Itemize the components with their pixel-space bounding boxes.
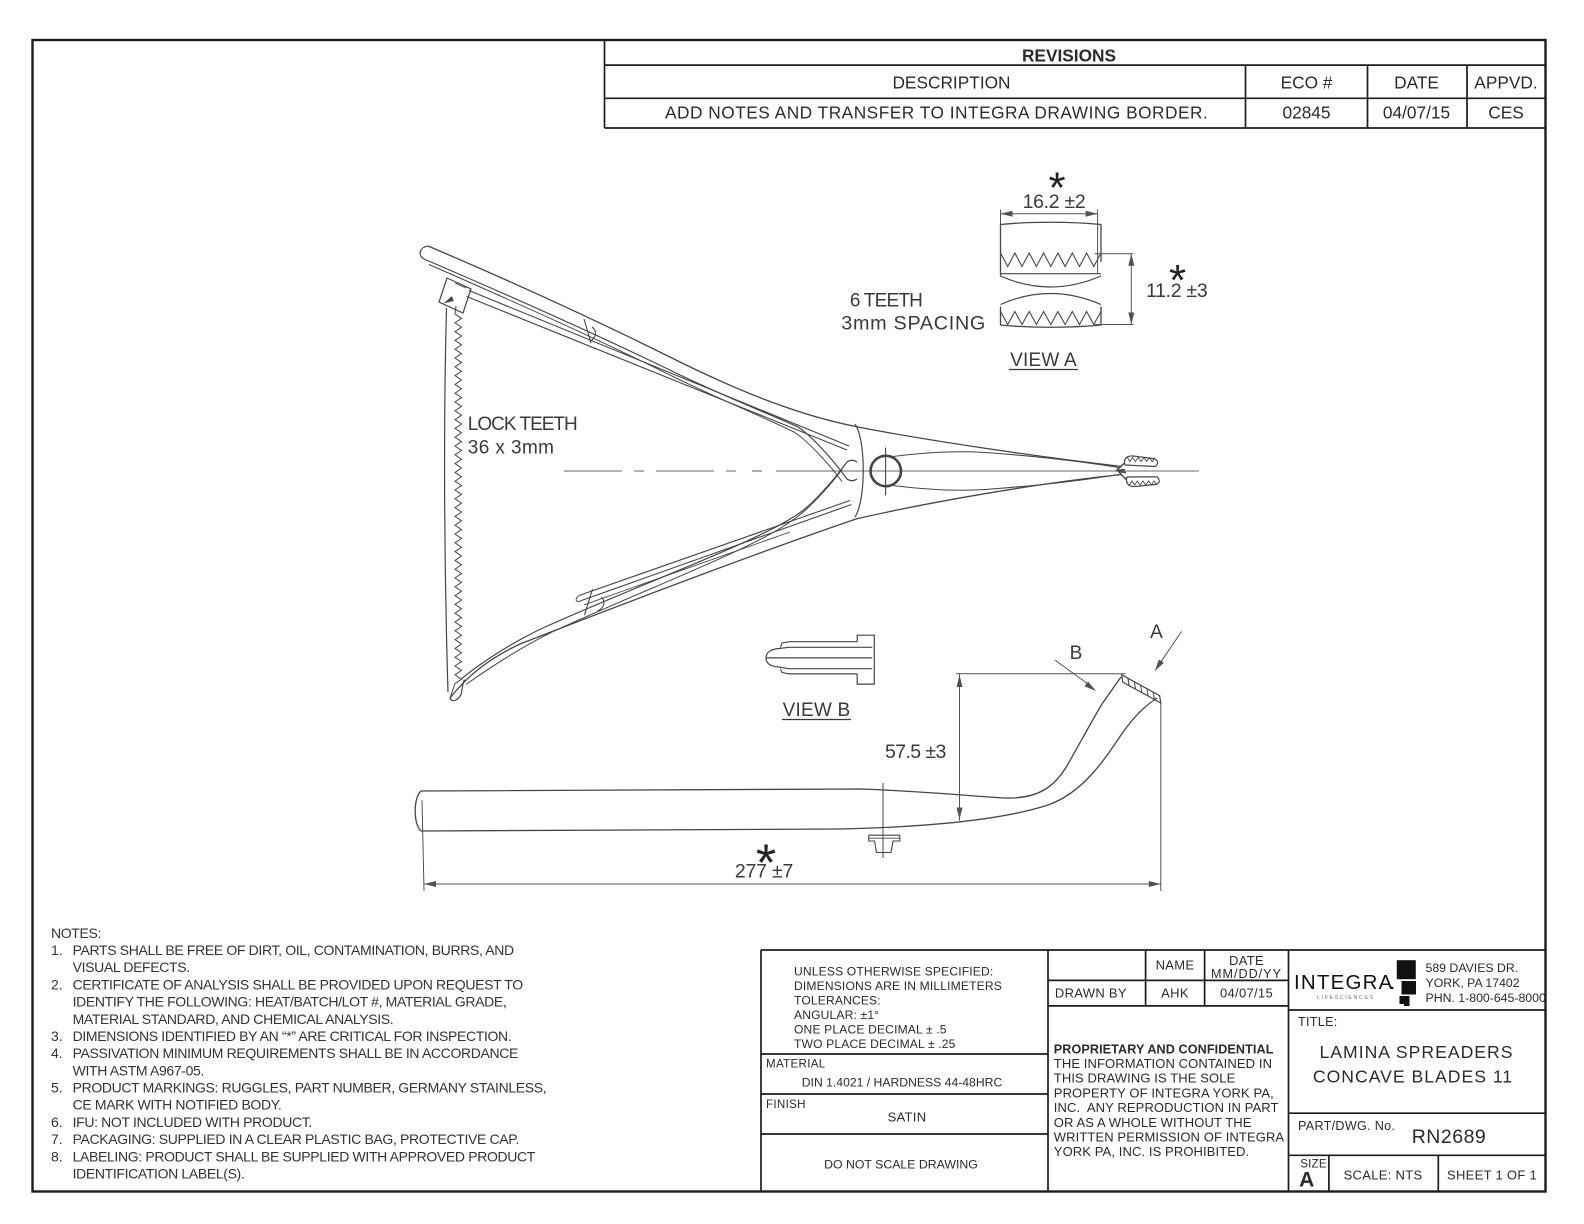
svg-text:*: * xyxy=(756,835,776,893)
svg-text:8.: 8. xyxy=(51,1148,63,1164)
svg-text:5.: 5. xyxy=(51,1080,63,1096)
svg-text:CONCAVE BLADES 11: CONCAVE BLADES 11 xyxy=(1313,1066,1513,1086)
svg-text:FINISH: FINISH xyxy=(766,1098,806,1111)
svg-text:A: A xyxy=(1150,622,1163,643)
svg-text:VISUAL DEFECTS.: VISUAL DEFECTS. xyxy=(73,959,190,975)
svg-text:MM/DD/YY: MM/DD/YY xyxy=(1211,967,1282,981)
svg-text:ECO #: ECO # xyxy=(1281,73,1333,93)
svg-text:LAMINA SPREADERS: LAMINA SPREADERS xyxy=(1320,1042,1514,1062)
svg-text:6.: 6. xyxy=(51,1114,63,1130)
svg-text:.: . xyxy=(1390,971,1396,994)
svg-text:REVISIONS: REVISIONS xyxy=(1022,45,1116,65)
svg-text:NAME: NAME xyxy=(1156,958,1195,973)
svg-text:4.: 4. xyxy=(51,1045,63,1061)
svg-text:PRODUCT MARKINGS: RUGGLES, PAR: PRODUCT MARKINGS: RUGGLES, PART NUMBER, … xyxy=(73,1080,547,1096)
svg-text:TOLERANCES:: TOLERANCES: xyxy=(794,993,881,1007)
svg-text:ANGULAR: ±1°: ANGULAR: ±1° xyxy=(794,1008,879,1022)
svg-text:ADD NOTES AND TRANSFER TO INTE: ADD NOTES AND TRANSFER TO INTEGRA DRAWIN… xyxy=(665,103,1208,123)
svg-text:16.2 ±2: 16.2 ±2 xyxy=(1023,191,1086,213)
svg-text:PROPERTY OF INTEGRA YORK PA,: PROPERTY OF INTEGRA YORK PA, xyxy=(1054,1085,1274,1100)
svg-text:PASSIVATION MINIMUM REQUIREMEN: PASSIVATION MINIMUM REQUIREMENTS SHALL B… xyxy=(73,1045,518,1061)
svg-text:CES: CES xyxy=(1488,103,1524,123)
svg-text:B: B xyxy=(1070,643,1083,664)
svg-text:DIMENSIONS IDENTIFIED BY AN “*: DIMENSIONS IDENTIFIED BY AN “*” ARE CRIT… xyxy=(73,1028,512,1044)
svg-text:2.: 2. xyxy=(51,976,63,992)
svg-text:YORK PA, INC. IS PROHIBITED.: YORK PA, INC. IS PROHIBITED. xyxy=(1054,1144,1249,1159)
svg-text:36 x 3mm: 36 x 3mm xyxy=(468,438,555,459)
svg-text:PROPRIETARY AND CONFIDENTIAL: PROPRIETARY AND CONFIDENTIAL xyxy=(1054,1042,1274,1056)
svg-text:11.2 ±3: 11.2 ±3 xyxy=(1146,280,1207,302)
svg-text:CE MARK WITH NOTIFIED BODY.: CE MARK WITH NOTIFIED BODY. xyxy=(73,1097,282,1113)
svg-text:7.: 7. xyxy=(51,1131,63,1147)
svg-text:*: * xyxy=(1048,164,1065,213)
svg-text:1.: 1. xyxy=(51,942,63,958)
svg-text:UNLESS OTHERWISE SPECIFIED:: UNLESS OTHERWISE SPECIFIED: xyxy=(794,965,993,979)
svg-text:57.5 ±3: 57.5 ±3 xyxy=(885,741,946,763)
svg-text:NOTES:: NOTES: xyxy=(51,925,101,941)
svg-text:IDENTIFICATION LABEL(S).: IDENTIFICATION LABEL(S). xyxy=(73,1165,245,1181)
svg-text:02845: 02845 xyxy=(1282,103,1330,123)
svg-text:LABELING: PRODUCT SHALL BE SUP: LABELING: PRODUCT SHALL BE SUPPLIED WITH… xyxy=(73,1148,536,1164)
svg-text:IFU: NOT INCLUDED WITH PRODUCT: IFU: NOT INCLUDED WITH PRODUCT. xyxy=(73,1114,312,1130)
svg-text:DRAWN BY: DRAWN BY xyxy=(1055,986,1127,1001)
svg-text:589 DAVIES DR.: 589 DAVIES DR. xyxy=(1426,961,1519,975)
svg-text:DATE: DATE xyxy=(1229,953,1264,968)
svg-text:A: A xyxy=(1299,1168,1314,1191)
svg-text:YORK, PA 17402: YORK, PA 17402 xyxy=(1426,976,1520,990)
svg-text:04/07/15: 04/07/15 xyxy=(1220,986,1273,1001)
svg-text:RN2689: RN2689 xyxy=(1412,1126,1487,1148)
svg-text:THIS DRAWING IS THE SOLE: THIS DRAWING IS THE SOLE xyxy=(1054,1071,1236,1086)
svg-text:AHK: AHK xyxy=(1161,986,1189,1001)
svg-text:DO NOT SCALE DRAWING: DO NOT SCALE DRAWING xyxy=(824,1157,978,1171)
svg-text:TWO PLACE DECIMAL ± .25: TWO PLACE DECIMAL ± .25 xyxy=(794,1037,956,1051)
svg-text:SIZE: SIZE xyxy=(1300,1157,1327,1170)
svg-text:SATIN: SATIN xyxy=(888,1110,927,1125)
svg-text:DATE: DATE xyxy=(1394,73,1439,93)
svg-text:THE INFORMATION CONTAINED IN: THE INFORMATION CONTAINED IN xyxy=(1054,1056,1272,1071)
svg-text:INTEGRA: INTEGRA xyxy=(1294,971,1394,994)
svg-text:OR AS A WHOLE WITHOUT THE: OR AS A WHOLE WITHOUT THE xyxy=(1054,1115,1252,1130)
svg-text:MATERIAL STANDARD, AND CHEMICA: MATERIAL STANDARD, AND CHEMICAL ANALYSIS… xyxy=(73,1011,394,1027)
svg-text:LIFESCIENCES: LIFESCIENCES xyxy=(1317,995,1375,1001)
svg-text:SHEET 1 OF 1: SHEET 1 OF 1 xyxy=(1447,1168,1537,1183)
svg-text:DIMENSIONS ARE IN MILLIMETERS: DIMENSIONS ARE IN MILLIMETERS xyxy=(794,979,1002,993)
svg-text:CERTIFICATE OF ANALYSIS SHALL: CERTIFICATE OF ANALYSIS SHALL BE PROVIDE… xyxy=(73,976,524,992)
svg-text:PARTS SHALL BE FREE OF DIRT, O: PARTS SHALL BE FREE OF DIRT, OIL, CONTAM… xyxy=(73,942,514,958)
svg-text:*: * xyxy=(1169,256,1186,305)
svg-text:WITH ASTM A967-05.: WITH ASTM A967-05. xyxy=(73,1062,204,1078)
svg-text:MATERIAL: MATERIAL xyxy=(766,1058,826,1071)
svg-text:VIEW A: VIEW A xyxy=(1010,350,1077,371)
svg-text:IDENTIFY THE FOLLOWING: HEAT/B: IDENTIFY THE FOLLOWING: HEAT/BATCH/LOT #… xyxy=(73,994,507,1010)
svg-text:PART/DWG. No.: PART/DWG. No. xyxy=(1298,1119,1395,1133)
svg-text:PACKAGING: SUPPLIED IN A CLEAR: PACKAGING: SUPPLIED IN A CLEAR PLASTIC B… xyxy=(73,1131,519,1147)
svg-text:DESCRIPTION: DESCRIPTION xyxy=(892,73,1010,93)
svg-text:VIEW B: VIEW B xyxy=(783,700,851,721)
svg-text:LOCK TEETH: LOCK TEETH xyxy=(468,414,577,435)
svg-text:APPVD.: APPVD. xyxy=(1474,73,1537,93)
svg-text:277 ±7: 277 ±7 xyxy=(735,861,793,883)
svg-text:6 TEETH: 6 TEETH xyxy=(850,290,922,311)
svg-text:04/07/15: 04/07/15 xyxy=(1383,103,1450,123)
svg-text:WRITTEN PERMISSION OF INTEGRA: WRITTEN PERMISSION OF INTEGRA xyxy=(1054,1130,1285,1145)
svg-text:3mm SPACING: 3mm SPACING xyxy=(841,312,986,334)
svg-text:PHN. 1-800-645-8000: PHN. 1-800-645-8000 xyxy=(1426,991,1546,1005)
svg-text:DIN 1.4021 / HARDNESS 44-48HRC: DIN 1.4021 / HARDNESS 44-48HRC xyxy=(802,1076,1003,1090)
svg-text:TITLE:: TITLE: xyxy=(1298,1015,1338,1029)
svg-text:ONE PLACE DECIMAL ± .5: ONE PLACE DECIMAL ± .5 xyxy=(794,1022,947,1036)
svg-text:3.: 3. xyxy=(51,1028,63,1044)
svg-text:SCALE: NTS: SCALE: NTS xyxy=(1344,1168,1423,1183)
svg-text:INC. ANY REPRODUCTION IN PART: INC. ANY REPRODUCTION IN PART xyxy=(1054,1100,1279,1115)
